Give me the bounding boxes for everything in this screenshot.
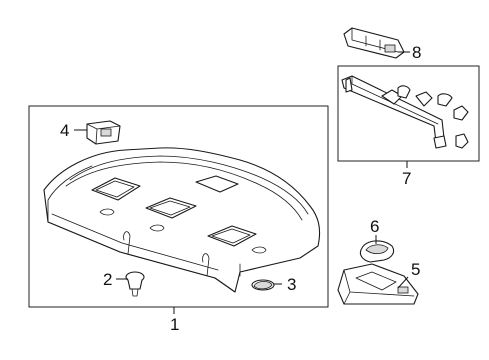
wiring-harness-part-7 xyxy=(341,75,469,149)
group-box-1 xyxy=(28,105,329,308)
leader-5 xyxy=(397,276,409,289)
callout-6: 6 xyxy=(370,217,379,236)
cap-part-3 xyxy=(251,279,275,291)
callout-4: 4 xyxy=(60,121,69,140)
callout-5: 5 xyxy=(411,260,420,279)
callout-8: 8 xyxy=(412,43,421,62)
cap-part-6 xyxy=(359,240,395,263)
callout-3: 3 xyxy=(287,275,296,294)
callout-1: 1 xyxy=(170,315,179,334)
clip-part-4 xyxy=(86,120,121,145)
leader-lines xyxy=(74,51,410,314)
push-fastener-part-2 xyxy=(125,271,145,297)
callout-7: 7 xyxy=(402,169,411,188)
callout-2: 2 xyxy=(103,270,112,289)
rear-package-tray xyxy=(43,147,321,293)
bracket-part-5 xyxy=(337,263,419,305)
group-box-7 xyxy=(337,65,480,162)
trim-part-8 xyxy=(343,27,405,59)
